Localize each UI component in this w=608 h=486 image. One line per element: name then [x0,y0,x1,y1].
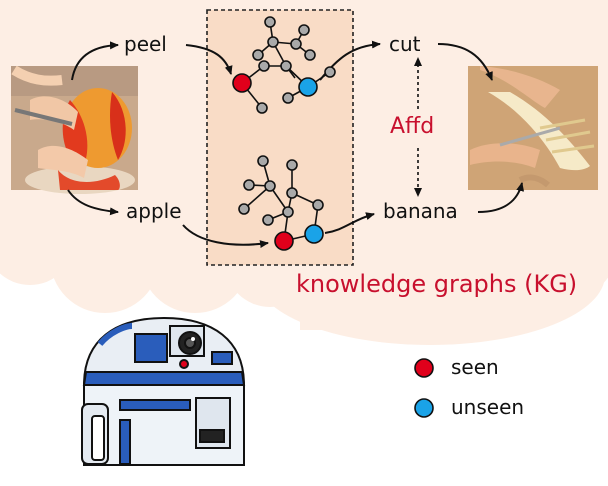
legend-seen-label: seen [451,355,499,379]
graph-node [252,49,264,61]
legend-seen-icon [414,358,434,378]
graph-node [243,179,255,191]
word-peel: peel [124,32,167,56]
graph-node [312,199,324,211]
kg-box [206,9,354,266]
graph-node [324,66,336,78]
graph-node [286,159,298,171]
legend-unseen-icon [414,398,434,418]
kg-top-nodes [232,16,336,114]
r2d2-robot [81,316,246,466]
graph-node [280,60,292,72]
kg-label: knowledge graphs (KG) [296,270,578,298]
affordance-label-bg [388,112,446,146]
peeling-apple-photo [11,65,138,194]
word-apple: apple [126,199,182,223]
graph-node [238,203,250,215]
arrow-photo-to-peel [71,41,119,81]
graph-node [298,24,310,36]
graph-node [258,60,270,72]
word-banana: banana [383,199,458,223]
arrow-peel-to-kg [185,44,233,75]
arrow-photo-to-apple [67,189,119,216]
seen-node-apple [274,231,294,251]
unseen-node-banana [304,224,324,244]
graph-node [304,49,316,61]
graph-node [267,36,279,48]
graph-node [286,187,298,199]
graph-node [257,155,269,167]
arrow-apple-to-kg [182,224,269,249]
arrow-kg-to-banana [324,212,375,234]
kg-bottom-nodes [238,155,324,251]
cutting-banana-photo [468,66,598,190]
graph-node [256,102,268,114]
graph-node [282,92,294,104]
graph-node [290,38,302,50]
word-cut: cut [389,32,421,56]
graph-node [282,206,294,218]
arrow-banana-to-photo [477,182,525,213]
unseen-node-cut [298,77,318,97]
affordance-label: Affd [390,114,435,139]
legend-unseen-label: unseen [451,395,525,419]
seen-node-peel [232,73,252,93]
graph-node [264,16,276,28]
graph-node [262,214,274,226]
graph-node [264,180,276,192]
arrow-cut-to-photo [437,43,493,81]
